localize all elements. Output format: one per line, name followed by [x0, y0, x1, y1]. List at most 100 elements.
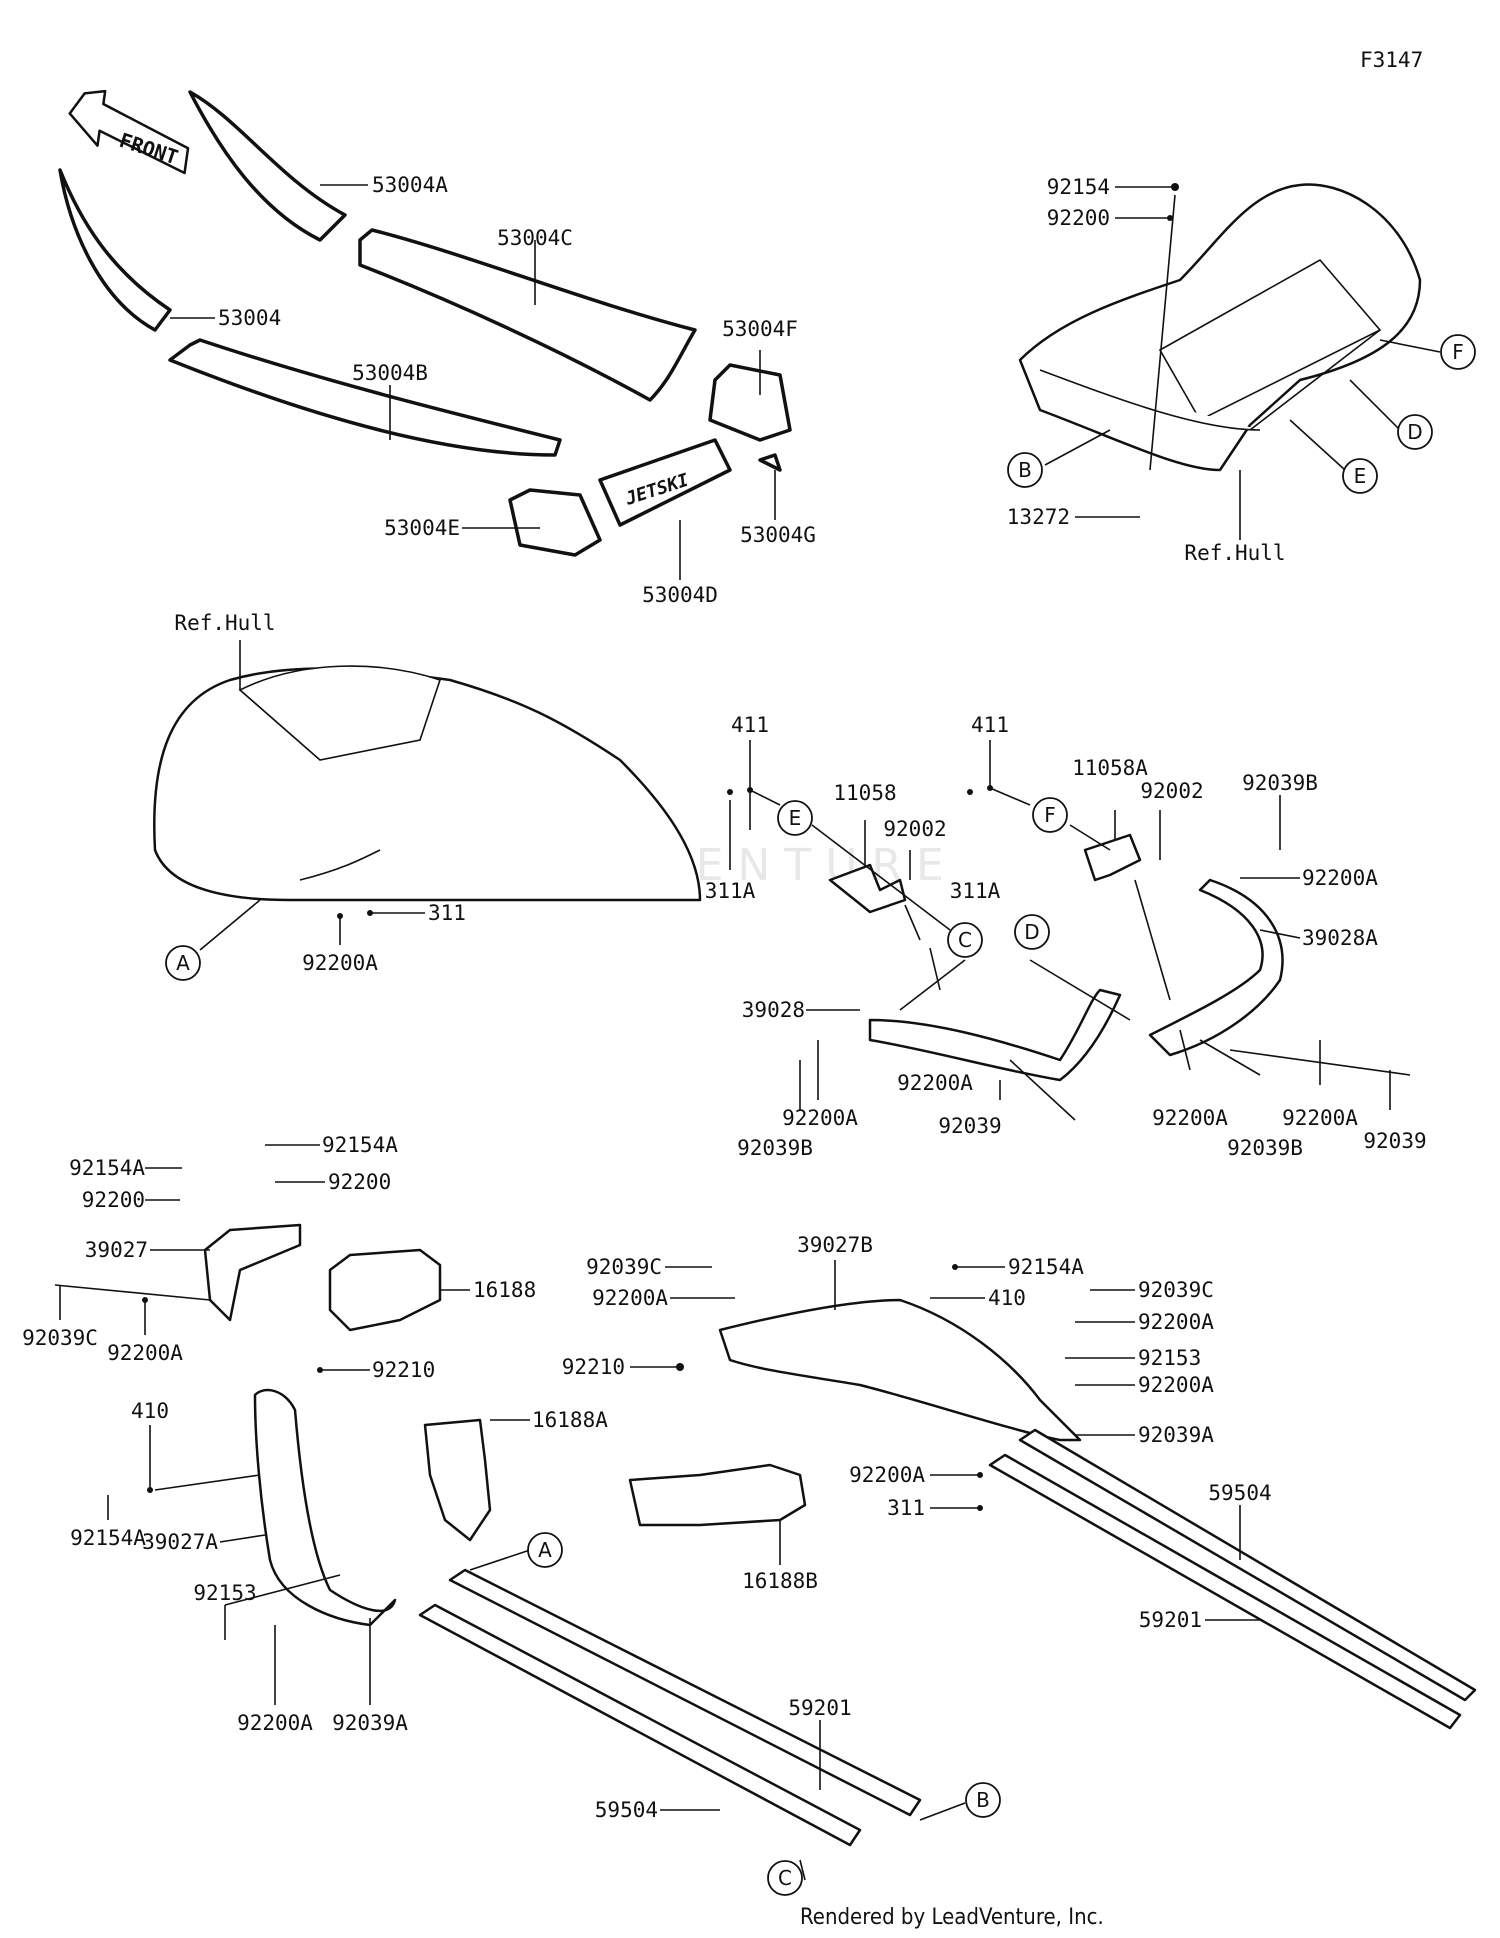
ref-hull-front: Ref.Hull [174, 611, 275, 635]
label-92200A-l: 92200A [107, 1341, 183, 1365]
label-92002-b: 92002 [1140, 779, 1203, 803]
label-92154A-l: 92154A [70, 1526, 146, 1550]
lower-rail-leaders [469, 1549, 966, 1881]
decal-53004A [58, 90, 347, 332]
decal-53004C[interactable] [358, 228, 697, 402]
label-92039A-r: 92039A [1138, 1423, 1214, 1447]
bracket-11058A[interactable] [1083, 833, 1142, 882]
svg-text:E: E [789, 806, 802, 830]
label-39028: 39028 [742, 998, 805, 1022]
label-39028A: 39028A [1302, 926, 1378, 950]
block-16188[interactable] [328, 1248, 442, 1332]
label-53004A: 53004A [372, 173, 448, 197]
rail-59201-left[interactable] [448, 1568, 922, 1817]
callout-A-rail: A [527, 1532, 563, 1568]
label-410-m: 410 [988, 1286, 1026, 1310]
label-53004: 53004 [218, 306, 281, 330]
callout-F-bracket: F [1032, 797, 1068, 833]
label-11058: 11058 [833, 781, 896, 805]
label-92210-m: 92210 [562, 1355, 625, 1379]
label-92200A-c4: 92200A [1282, 1106, 1358, 1130]
label-53004B: 53004B [352, 361, 428, 385]
decal-53004E[interactable] [508, 488, 602, 557]
bracket-11058[interactable] [828, 863, 907, 914]
hull-rear-section [1018, 183, 1422, 472]
decal-53004F[interactable] [708, 363, 792, 442]
label-13272: 13272 [1007, 505, 1070, 529]
svg-text:A: A [538, 1538, 552, 1562]
label-311-mid: 311 [428, 901, 466, 925]
label-92039-r: 92039 [1363, 1129, 1426, 1153]
label-92200A-r1: 92200A [1302, 866, 1378, 890]
cover-39027[interactable] [203, 1223, 302, 1322]
label-39027B: 39027B [797, 1233, 873, 1257]
block-16188B[interactable] [628, 1463, 807, 1527]
svg-text:B: B [976, 1788, 990, 1812]
label-92154A-m: 92154A [1008, 1255, 1084, 1279]
label-92200A-m2: 92200A [1138, 1310, 1214, 1334]
label-53004D: 53004D [642, 583, 718, 607]
lower-left-leaders [54, 1144, 530, 1705]
decal-leaders [170, 184, 776, 580]
label-311A-a: 311A [705, 879, 756, 903]
block-16188A[interactable] [423, 1418, 492, 1542]
label-53004G: 53004G [740, 523, 816, 547]
label-92200-l1: 92200 [82, 1188, 145, 1212]
rail-59504-right[interactable] [1018, 1428, 1477, 1702]
label-53004E: 53004E [384, 516, 460, 540]
callout-E-top: E [1342, 458, 1378, 494]
callout-D-bracket: D [1014, 914, 1050, 950]
svg-text:C: C [778, 1866, 792, 1890]
hull-front-leaders [199, 899, 425, 951]
label-92153-l: 92153 [193, 1581, 256, 1605]
svg-text:B: B [1018, 458, 1032, 482]
bracket-39028A[interactable] [1148, 878, 1284, 1057]
decal-53004B[interactable] [168, 338, 562, 457]
label-92200A-c3: 92200A [1152, 1106, 1228, 1130]
label-311-m: 311 [887, 1496, 925, 1520]
bracket-leaders [727, 740, 1411, 1121]
svg-text:A: A [176, 951, 190, 975]
label-92039A-bl: 92039A [332, 1711, 408, 1735]
callout-B-rail: B [965, 1782, 1001, 1818]
decal-53004G [758, 453, 782, 472]
callout-B-top: B [1007, 452, 1043, 488]
svg-text:C: C [958, 928, 972, 952]
svg-text:F: F [1452, 340, 1464, 364]
label-92200A-bl: 92200A [237, 1711, 313, 1735]
label-92039B-l: 92039B [737, 1136, 813, 1160]
rail-59201-right[interactable] [988, 1453, 1462, 1730]
label-92153-r: 92153 [1138, 1346, 1201, 1370]
cover-39027B[interactable] [718, 1298, 1082, 1442]
hull-top-leaders [1044, 183, 1441, 540]
callout-C-rail: C [767, 1860, 803, 1896]
label-53004F: 53004F [722, 317, 798, 341]
label-92200A-m: 92200A [592, 1286, 668, 1310]
label-92200A-c2: 92200A [782, 1106, 858, 1130]
label-92154A-1: 92154A [322, 1133, 398, 1157]
figure-code: F3147 [1360, 48, 1424, 72]
label-53004C: 53004C [497, 226, 573, 250]
label-92200A-hull: 92200A [302, 951, 378, 975]
label-11058A: 11058A [1072, 756, 1148, 780]
lower-right-leaders [630, 1260, 1135, 1565]
rail-59504-left[interactable] [418, 1603, 862, 1847]
footer-credit: Rendered by LeadVenture, Inc. [800, 1905, 1104, 1930]
decal-53004D[interactable]: JETSKI [598, 438, 732, 527]
label-92200A-c1: 92200A [897, 1071, 973, 1095]
label-411-a: 411 [731, 713, 769, 737]
label-92200-l2: 92200 [328, 1170, 391, 1194]
cover-39027A[interactable] [253, 1388, 397, 1627]
label-92210-l: 92210 [372, 1358, 435, 1382]
callout-C-bracket: C [947, 922, 983, 958]
label-59201-l: 59201 [788, 1696, 851, 1720]
hull-front-section [153, 665, 702, 902]
label-39027: 39027 [85, 1238, 148, 1262]
label-92039C-m: 92039C [586, 1255, 662, 1279]
callout-D-top: D [1397, 414, 1433, 450]
label-59504-l: 59504 [595, 1798, 658, 1822]
svg-text:E: E [1354, 464, 1367, 488]
label-59201-r: 59201 [1139, 1608, 1202, 1632]
label-92200A-m3: 92200A [1138, 1373, 1214, 1397]
